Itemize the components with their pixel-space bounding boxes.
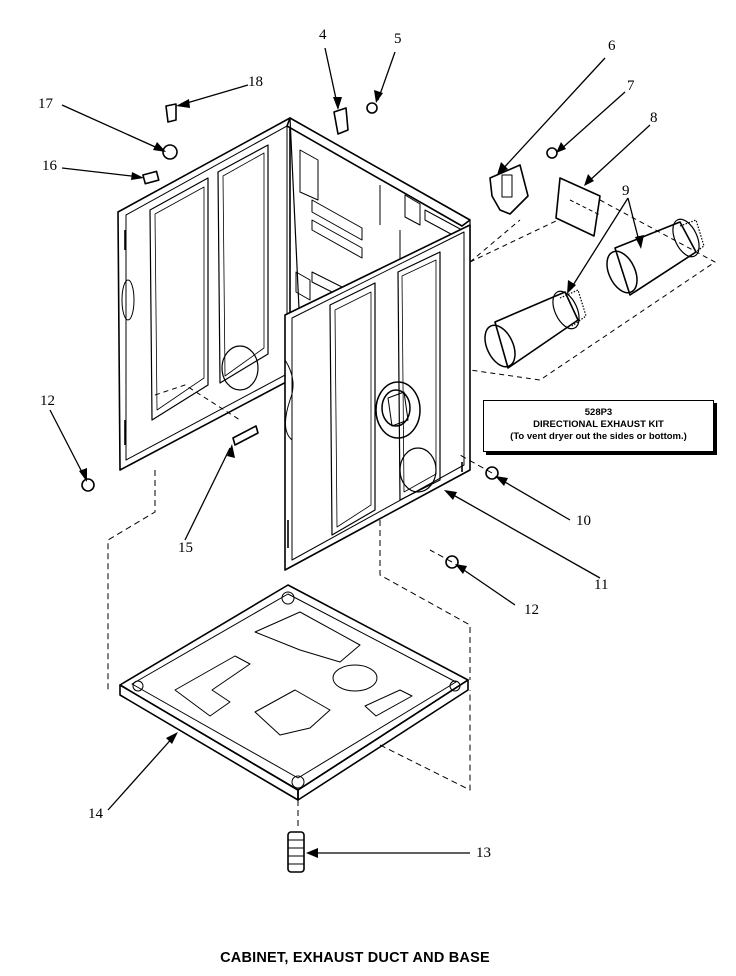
leader-lines (49, 47, 651, 854)
kit-part-number: 528P3 (584, 407, 613, 418)
small-fasteners (81, 102, 558, 873)
kit-title: DIRECTIONAL EXHAUST KIT (533, 419, 664, 430)
callout-18: 18 (248, 74, 263, 90)
cabinet-front-panel (284, 224, 471, 571)
callout-16: 16 (42, 158, 57, 174)
exhaust-ducts (469, 199, 716, 381)
callout-11: 11 (594, 577, 609, 593)
kit-description: (To vent dryer out the sides or bottom.) (510, 431, 687, 442)
callout-12-right: 12 (524, 602, 539, 618)
guide-lines (107, 454, 493, 830)
exhaust-kit-note: 528P3 DIRECTIONAL EXHAUST KIT (To vent d… (483, 400, 714, 452)
callout-13: 13 (476, 845, 491, 861)
callout-8: 8 (650, 110, 658, 126)
diagram-caption: CABINET, EXHAUST DUCT AND BASE (220, 950, 490, 966)
callout-10: 10 (576, 513, 591, 529)
callout-17: 17 (38, 96, 53, 112)
callout-6: 6 (608, 38, 616, 54)
vent-bracket (469, 164, 529, 263)
callout-4: 4 (319, 27, 327, 43)
callout-12-left: 12 (40, 393, 55, 409)
callout-15: 15 (178, 540, 193, 556)
cabinet-base (119, 584, 469, 801)
callout-14: 14 (88, 806, 103, 822)
callout-9: 9 (622, 183, 630, 199)
callout-7: 7 (627, 78, 635, 94)
cover-plate (555, 177, 601, 237)
callout-5: 5 (394, 31, 402, 47)
arrowheads (79, 90, 644, 858)
